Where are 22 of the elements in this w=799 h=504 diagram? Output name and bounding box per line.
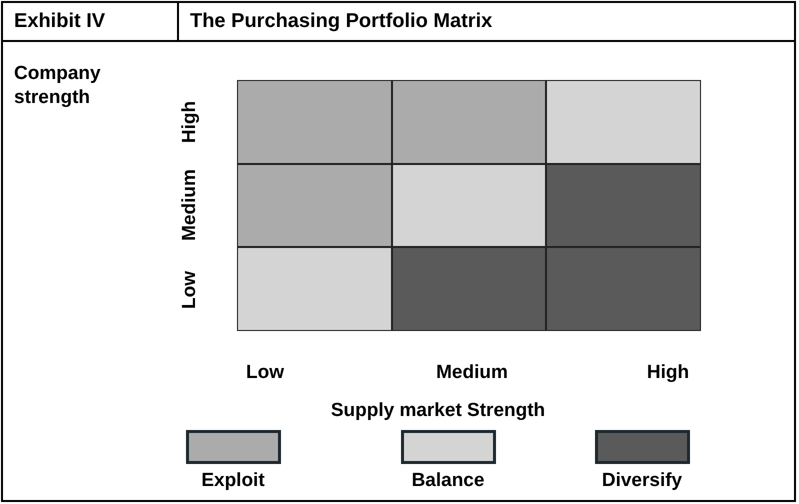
legend-label: Exploit <box>201 470 265 492</box>
axis-tick-label: High <box>179 100 201 144</box>
matrix-cell <box>237 80 392 164</box>
matrix-cell <box>546 247 700 330</box>
matrix-cell <box>392 247 546 330</box>
axis-tick-label: Medium <box>179 169 201 241</box>
matrix-cell <box>546 80 700 164</box>
matrix-cell <box>392 164 546 247</box>
axis-title: Supply market Strength <box>330 400 546 422</box>
exhibit-label: Exhibit IV <box>14 10 106 33</box>
matrix-cell <box>546 164 700 247</box>
axis-tick-label: Medium <box>436 362 508 384</box>
matrix-cell <box>237 164 392 247</box>
matrix-cell <box>392 80 546 164</box>
axis-tick-label: Low <box>179 271 201 309</box>
title: The Purchasing Portfolio Matrix <box>190 10 492 33</box>
axis-title: Company strength <box>14 62 102 110</box>
legend-label: Balance <box>412 470 484 492</box>
axis-tick-label: High <box>646 362 690 384</box>
axis-tick-label: Low <box>246 362 284 384</box>
legend-label: Diversify <box>602 470 682 492</box>
matrix-cell <box>237 247 392 330</box>
